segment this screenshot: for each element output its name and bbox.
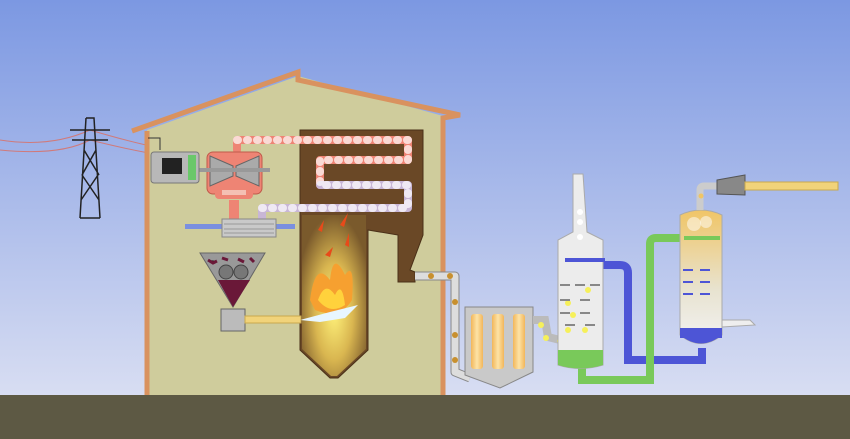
flue-duct: [415, 271, 472, 383]
scrubber-icon: [679, 209, 757, 344]
fire-icon: [300, 213, 358, 322]
bag-filter-icon: [464, 306, 563, 389]
scrubber-icon: [557, 173, 605, 369]
ground: [0, 395, 850, 439]
power-pylon-icon: [0, 117, 161, 219]
steam-pipe: [233, 136, 412, 226]
condenser-icon: [185, 218, 295, 238]
scrub-water-pipe: [600, 261, 706, 364]
lime-slurry-pipe: [578, 234, 684, 384]
generator-icon: [148, 137, 200, 184]
fuel-hopper-icon: [199, 252, 302, 332]
turbine-icon: [198, 151, 270, 222]
exhaust-fan-icon: [696, 174, 839, 210]
